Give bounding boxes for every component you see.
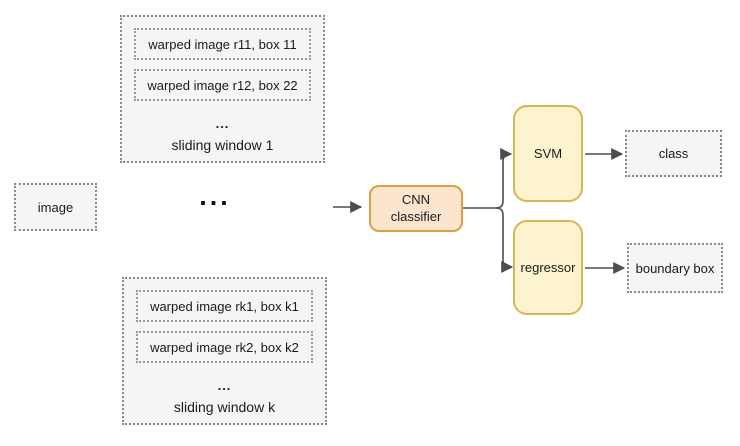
- node-class: class: [625, 130, 722, 177]
- node-sliding-window-1: warped image r11, box 11 warped image r1…: [120, 15, 325, 163]
- warped-image-r11-label: warped image r11, box 11: [148, 36, 297, 52]
- warped-image-rk2-label: warped image rk2, box k2: [150, 339, 299, 355]
- sliding-window-k-label: sliding window k: [173, 399, 276, 415]
- regressor-label: regressor: [520, 260, 576, 275]
- node-image: image: [14, 183, 97, 231]
- warped-image-rk1-label: warped image rk1, box k1: [150, 298, 299, 314]
- class-label: class: [658, 146, 689, 161]
- node-warped-image-r11: warped image r11, box 11: [134, 28, 311, 60]
- warped-image-r12-label: warped image r12, box 22: [147, 77, 298, 93]
- connector-cnn-to-svm: [463, 148, 513, 209]
- node-image-label: image: [37, 199, 74, 215]
- node-svm: SVM: [513, 105, 583, 202]
- cnn-label-line1: CNN: [401, 192, 431, 208]
- middle-ellipsis: ...: [199, 181, 231, 211]
- sliding-window-1-ellipsis: ...: [215, 116, 230, 131]
- node-sliding-window-k: warped image rk1, box k1 warped image rk…: [122, 277, 327, 425]
- sliding-window-1-label: sliding window 1: [171, 137, 274, 153]
- node-regressor: regressor: [513, 220, 583, 315]
- svm-label: SVM: [533, 146, 563, 161]
- node-warped-image-r12: warped image r12, box 22: [134, 69, 311, 101]
- node-warped-image-rk1: warped image rk1, box k1: [136, 290, 313, 322]
- sliding-window-k-ellipsis: ...: [217, 378, 232, 393]
- node-warped-image-rk2: warped image rk2, box k2: [136, 331, 313, 363]
- boundary-box-label: boundary box: [635, 260, 715, 276]
- cnn-label-line2: classifier: [390, 208, 442, 224]
- node-boundary-box: boundary box: [627, 243, 723, 293]
- connector-cnn-to-regressor: [495, 207, 514, 273]
- node-cnn-classifier: CNN classifier: [369, 185, 463, 232]
